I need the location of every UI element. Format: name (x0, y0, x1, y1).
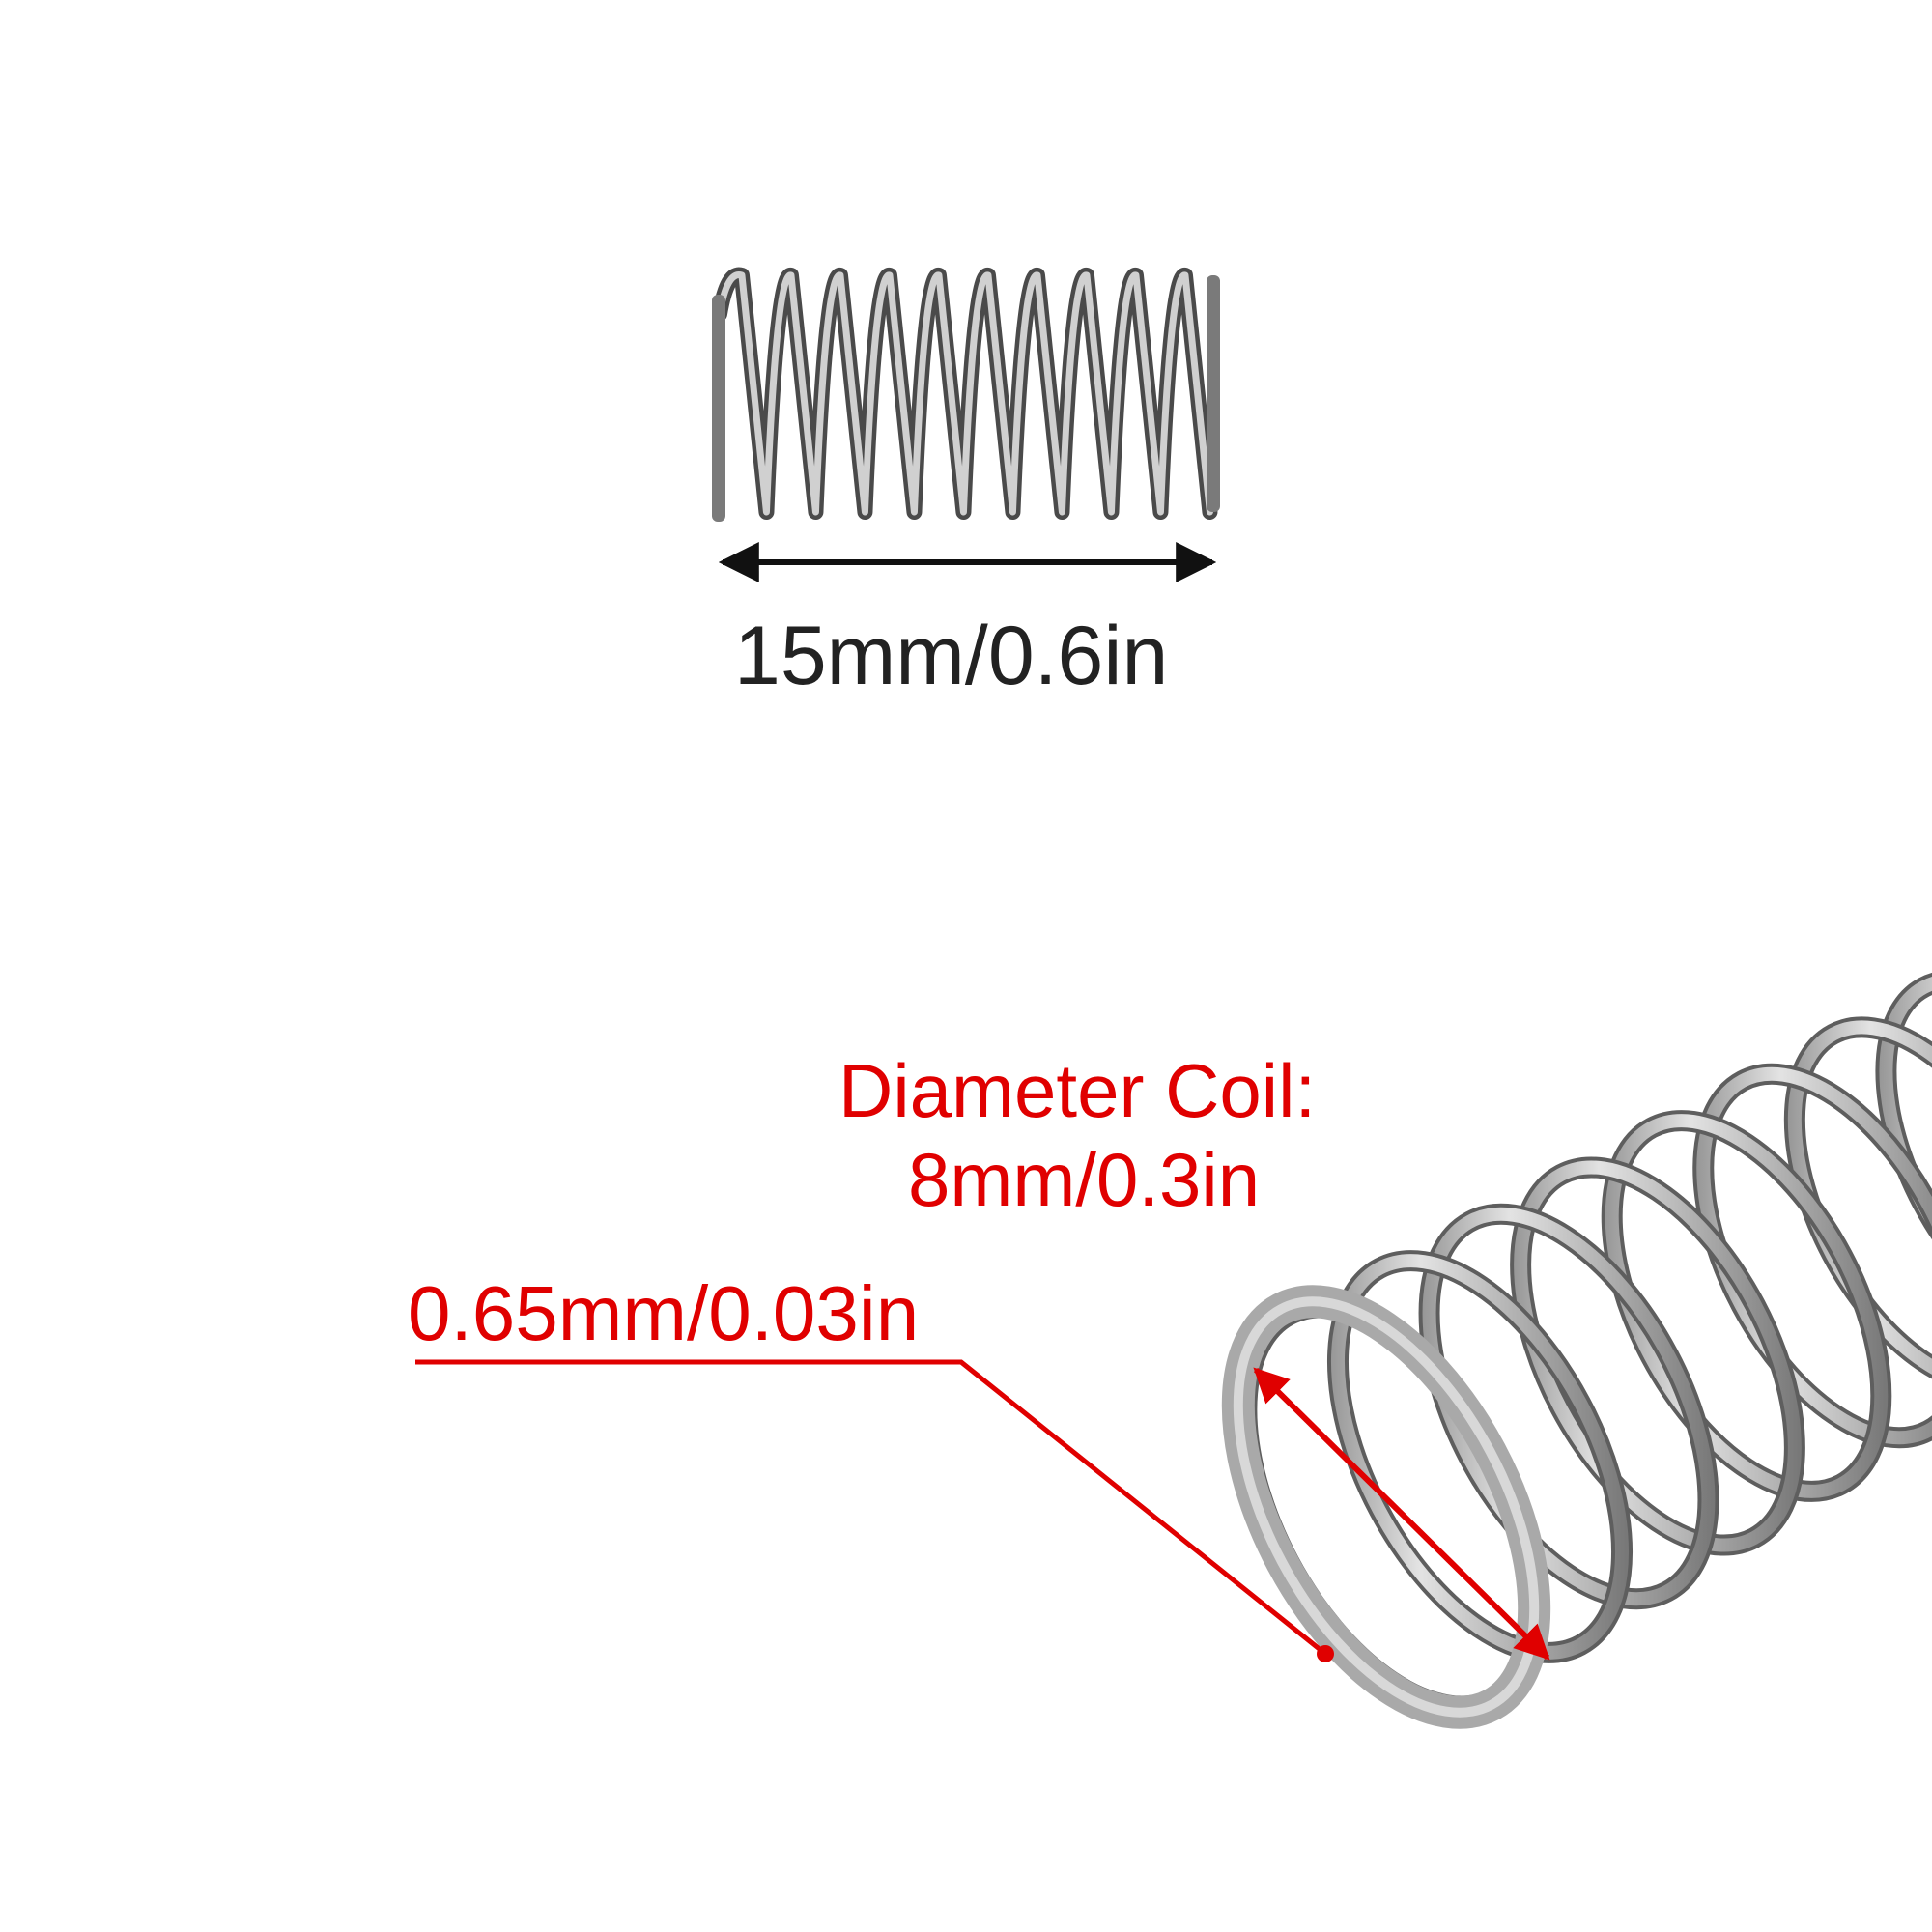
spring-coil-ring (1696, 1066, 1932, 1445)
coil-diameter-value: 8mm/0.3in (908, 1137, 1261, 1222)
wire-diameter-label: 0.65mm/0.03in (408, 1270, 920, 1356)
wire-diameter-leader-line (415, 1359, 1327, 1656)
spring-coil-highlight (716, 271, 1213, 516)
spring-end-left (712, 295, 725, 522)
wire-diameter-leader-dot (1317, 1645, 1334, 1662)
coil-diameter-arrow (1253, 1367, 1550, 1661)
spring-coil-ring (1605, 1114, 1889, 1498)
free-length-label: 15mm/0.6in (734, 610, 1169, 702)
compression-spring-side-view-icon (712, 267, 1220, 522)
spring-end-right (1207, 275, 1220, 512)
coil-diameter-title: Diameter Coil: (838, 1048, 1317, 1133)
spring-coil-ring (1514, 1160, 1802, 1552)
spring-coil-ring-shadow (1875, 970, 1932, 1341)
